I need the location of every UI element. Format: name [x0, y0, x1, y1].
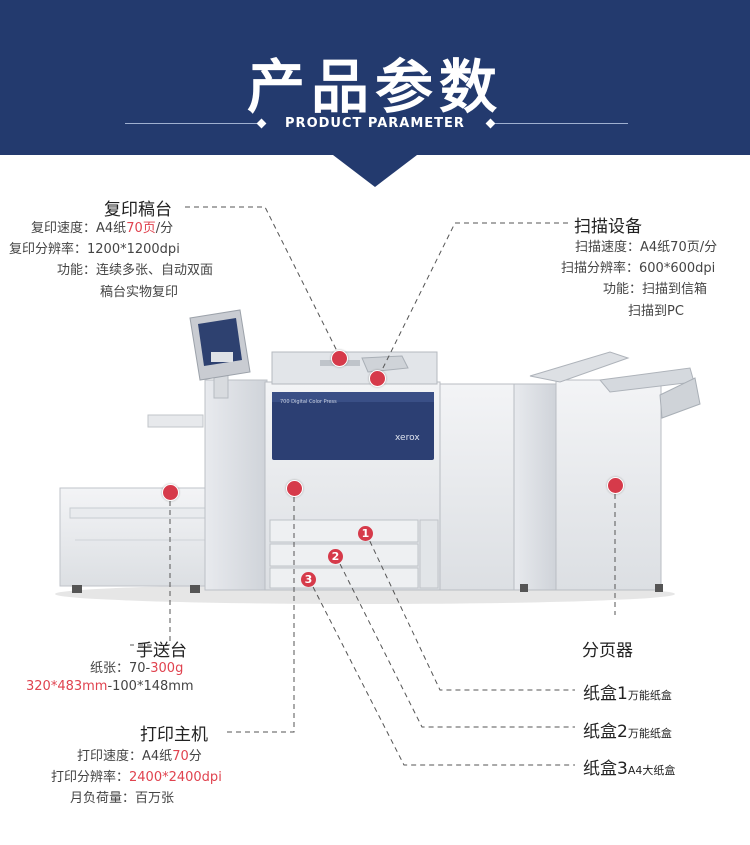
print-resolution: 打印分辨率：2400*2400dpi: [51, 770, 222, 785]
print-speed: 打印速度：A4纸70分: [77, 749, 202, 764]
copier-table-marker: [331, 350, 348, 367]
scanner-speed: 扫描速度：A4纸70页/分: [575, 240, 718, 255]
scanner-function-line2: 扫描到PC: [628, 304, 684, 319]
brand-label: xerox: [395, 433, 420, 443]
main-unit-marker: [286, 480, 303, 497]
header-pointer: [333, 155, 417, 187]
scanner-title: 扫描设备: [574, 217, 642, 237]
model-label: 700 Digital Color Press: [280, 399, 337, 405]
copier-table-title: 复印稿台: [104, 200, 172, 220]
copier-resolution: 复印分辨率：1200*1200dpi: [9, 242, 180, 257]
bypass-tray-marker: [162, 484, 179, 501]
bypass-size: 320*483mm-100*148mm: [26, 679, 194, 694]
header-banner: [0, 0, 750, 155]
collator-marker: [607, 477, 624, 494]
page-subtitle: PRODUCT PARAMETER: [285, 116, 465, 131]
bypass-paper: 纸张：70-300g: [90, 661, 184, 676]
scanner-resolution: 扫描分辨率：600*600dpi: [561, 261, 716, 276]
tray1-marker: 1: [358, 526, 373, 541]
copier-function-line2: 稿台实物复印: [100, 285, 179, 300]
tray1-label: 纸盒1万能纸盒: [583, 684, 672, 704]
bypass-title: 手送台: [136, 641, 187, 661]
main-unit-title: 打印主机: [140, 725, 208, 745]
tray3-label: 纸盒3A4大纸盒: [583, 759, 676, 779]
tray2-marker: 2: [328, 549, 343, 564]
header-divider-right: [495, 123, 628, 124]
tray2-label: 纸盒2万能纸盒: [583, 722, 672, 742]
monthly-load: 月负荷量：百万张: [70, 791, 175, 806]
header-divider-left: [125, 123, 260, 124]
page-title: 产品参数: [246, 53, 503, 121]
copier-speed: 复印速度：A4纸70页/分: [31, 221, 174, 236]
copier-function: 功能：连续多张、自动双面: [57, 263, 214, 278]
scanner-function: 功能：扫描到信箱: [603, 282, 708, 297]
scanner-marker: [369, 370, 386, 387]
collator-title: 分页器: [582, 641, 633, 661]
tray3-marker: 3: [301, 572, 316, 587]
